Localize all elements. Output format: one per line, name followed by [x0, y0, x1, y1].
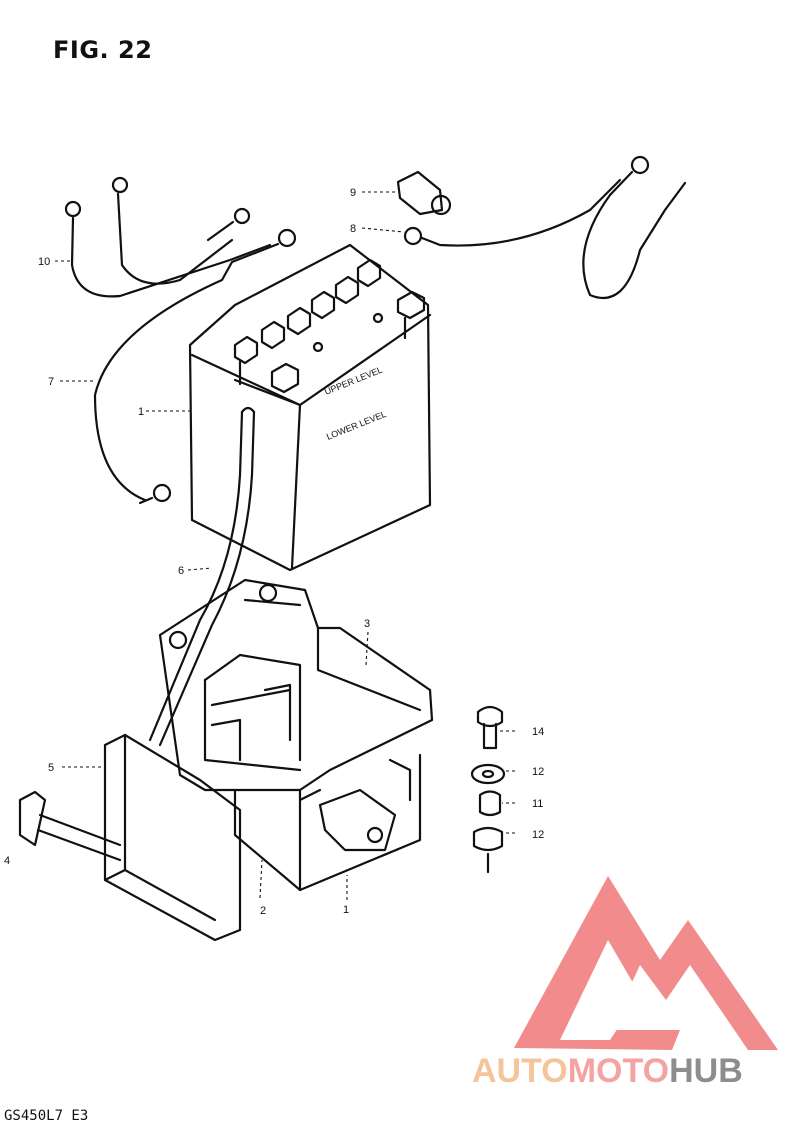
model-code: GS450L7 E3 [4, 1108, 89, 1124]
callout-1-lower: 1 [343, 904, 349, 916]
logo-word-auto: AUTO [472, 1052, 568, 1090]
battery [188, 243, 432, 572]
callout-10: 10 [38, 256, 50, 268]
automotohub-logo: AUTOMOTOHUB [472, 876, 778, 1090]
callout-5: 5 [48, 762, 54, 774]
upper-level-label: UPPER LEVEL [323, 365, 384, 397]
callout-7: 7 [48, 376, 54, 388]
battery-band [18, 790, 122, 862]
cushion [478, 790, 502, 817]
lower-level-label: LOWER LEVEL [325, 409, 388, 442]
callout-8: 8 [350, 223, 356, 235]
rubber-cover [103, 733, 242, 942]
callout-12b: 12 [532, 829, 544, 841]
callout-1-battery: 1 [138, 406, 144, 418]
positive-cable [396, 155, 687, 300]
callout-3: 3 [364, 618, 370, 630]
logo-word-hub: HUB [669, 1052, 743, 1090]
callout-2: 2 [260, 905, 266, 917]
callout-11: 11 [532, 798, 543, 810]
negative-cables [64, 176, 297, 505]
callout-14: 14 [532, 726, 544, 738]
svg-text:AUTOMOTOHUB: AUTOMOTOHUB [472, 1052, 743, 1090]
figure-title: FIG. 22 [53, 36, 153, 64]
callout-6: 6 [178, 565, 184, 577]
callout-9: 9 [350, 187, 356, 199]
callout-4: 4 [4, 855, 10, 867]
callout-12a: 12 [532, 766, 544, 778]
washer [470, 763, 506, 785]
battery-holder [158, 578, 434, 792]
breather-tube [148, 406, 256, 747]
mount-rubber [472, 826, 504, 874]
bolt [476, 705, 504, 750]
lower-bracket [233, 753, 422, 892]
logo-word-moto: MOTO [568, 1052, 669, 1090]
